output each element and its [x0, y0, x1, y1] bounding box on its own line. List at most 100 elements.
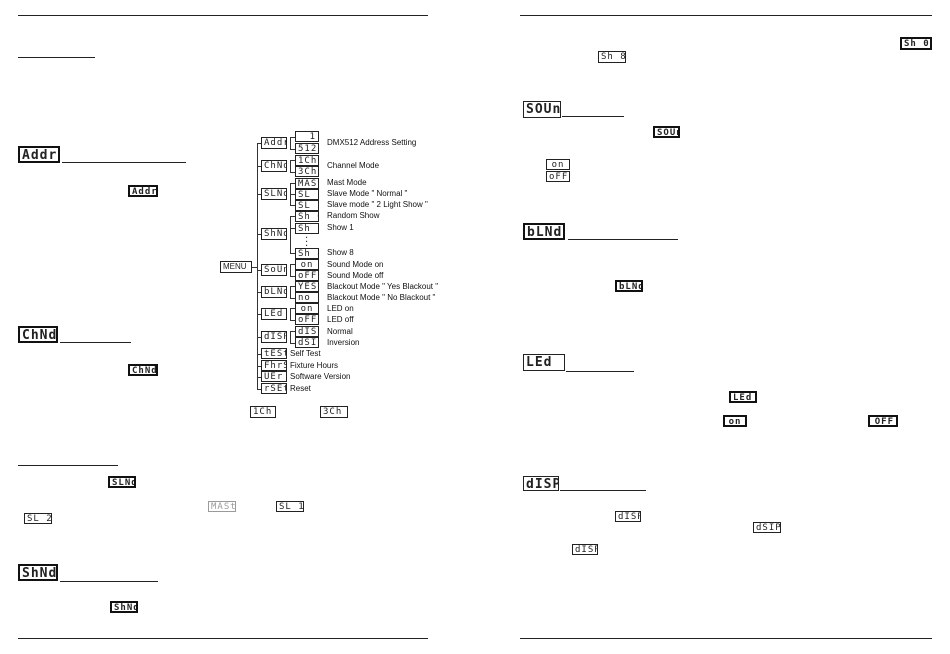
connector	[257, 292, 261, 293]
left-page: Addr Addr ChNd ChNd 1Ch 3Ch SLNd MASt SL…	[0, 0, 470, 654]
connector	[290, 137, 291, 149]
inline-code-sl2: SL 2	[24, 513, 52, 524]
inline-code-blnd: bLNd	[615, 280, 643, 292]
menu-version-label: Software Version	[290, 372, 351, 381]
heading-soun-display: SOUn	[523, 101, 561, 118]
connector	[290, 137, 295, 138]
connector	[257, 377, 261, 378]
connector	[257, 166, 261, 167]
section-underline	[18, 57, 95, 58]
menu-shnd-opt-sh1: Sh 1	[295, 223, 319, 234]
menu-shnd-opt-sh0: Sh 0	[295, 211, 319, 222]
menu-version: UEr	[261, 371, 287, 382]
menu-led-opt-off: oFF	[295, 314, 319, 325]
menu-soun: SoUn	[261, 264, 287, 276]
menu-addr: Addr	[261, 137, 287, 149]
connector	[290, 264, 295, 265]
connector	[290, 286, 291, 298]
inline-code-shnd: ShNd	[110, 601, 138, 613]
inline-code-chnd: ChNd	[128, 364, 158, 376]
menu-soun-opt-off: oFF	[295, 270, 319, 281]
inline-code-on: on	[546, 159, 570, 170]
inline-code-1ch: 1Ch	[250, 406, 276, 418]
menu-soun-opt-on: on	[295, 259, 319, 270]
inline-code-3ch: 3Ch	[320, 406, 348, 418]
connector	[290, 331, 295, 332]
menu-shnd-label-random: Random Show	[327, 211, 380, 220]
menu-trunk	[257, 143, 258, 389]
menu-blnd-opt-yes: YES	[295, 281, 319, 292]
connector	[290, 320, 295, 321]
menu-slnd-opt-sl1: SL 1	[295, 189, 319, 200]
menu-disp-label-normal: Normal	[327, 327, 353, 336]
top-rule	[520, 15, 932, 16]
inline-code-sh0: Sh 0	[900, 37, 932, 50]
menu-reset-label: Reset	[290, 384, 311, 393]
inline-code-led: LEd	[729, 391, 757, 403]
heading-disp-underline	[560, 490, 646, 491]
bottom-rule	[18, 638, 428, 639]
connector	[290, 160, 291, 172]
inline-code-slnd: SLNd	[108, 476, 136, 488]
top-rule	[18, 15, 428, 16]
connector	[290, 264, 291, 276]
connector	[257, 270, 261, 271]
menu-soun-label-off: Sound Mode off	[327, 271, 384, 280]
inline-code-off: oFF	[546, 171, 570, 182]
menu-led: LEd	[261, 308, 287, 320]
connector	[257, 234, 261, 235]
heading-chnd-display: ChNd	[18, 326, 58, 343]
bottom-rule	[520, 638, 932, 639]
menu-led-label-on: LED on	[327, 304, 354, 313]
menu-addr-opt-1: 1	[295, 131, 319, 142]
connector	[257, 366, 261, 367]
menu-slnd-label-sl1: Slave Mode " Normal "	[327, 189, 408, 198]
connector	[290, 286, 295, 287]
connector	[290, 253, 295, 254]
connector	[290, 343, 295, 344]
connector	[290, 205, 295, 206]
inline-code-led-off: OFF	[868, 415, 898, 427]
inline-code-mast: MASt	[208, 501, 236, 512]
menu-disp-opt-normal: dISP	[295, 326, 319, 337]
inline-code-soun: SOUn	[653, 126, 680, 138]
menu-slnd-opt-sl2: SL 2	[295, 200, 319, 211]
menu-slnd-label-sl2: Slave mode " 2 Light Show "	[327, 200, 428, 209]
inline-code-led-on: on	[723, 415, 747, 427]
connector	[257, 337, 261, 338]
menu-slnd: SLNd	[261, 188, 287, 200]
section-slave-underline	[18, 465, 118, 466]
heading-addr-underline	[62, 162, 186, 163]
menu-blnd-label-no: Blackout Mode " No Blackout "	[327, 293, 436, 302]
inline-code-addr: Addr	[128, 185, 158, 197]
connector	[252, 267, 257, 268]
menu-shnd-label-show8: Show 8	[327, 248, 354, 257]
connector	[290, 194, 295, 195]
menu-blnd: bLNd	[261, 286, 287, 298]
heading-disp-display: dISP	[523, 476, 559, 491]
menu-led-opt-on: on	[295, 303, 319, 314]
connector	[290, 160, 295, 161]
menu-hours: FhrS	[261, 360, 287, 371]
menu-disp: dISP	[261, 331, 287, 343]
heading-soun-underline	[562, 116, 624, 117]
connector	[257, 389, 261, 390]
right-page: Sh 0 Sh 8 SOUn SOUn on oFF bLNd bLNd LEd…	[480, 0, 950, 654]
heading-shnd-underline	[60, 581, 158, 582]
menu-test-label: Self Test	[290, 349, 321, 358]
connector	[257, 143, 261, 144]
connector	[290, 228, 295, 229]
connector	[257, 314, 261, 315]
menu-disp-opt-inversion: dSIP	[295, 337, 319, 348]
heading-chnd-underline	[60, 342, 131, 343]
connector	[290, 149, 295, 150]
menu-slnd-label-mast: Mast Mode	[327, 178, 367, 187]
connector	[290, 216, 295, 217]
inline-code-disp: dISP	[615, 511, 641, 522]
menu-root: MENU	[220, 261, 252, 273]
heading-addr-display: Addr	[18, 146, 60, 163]
menu-addr-label: DMX512 Address Setting	[327, 138, 417, 147]
connector	[290, 172, 295, 173]
connector	[257, 194, 261, 195]
menu-shnd-opt-sh8: Sh 8	[295, 248, 319, 259]
